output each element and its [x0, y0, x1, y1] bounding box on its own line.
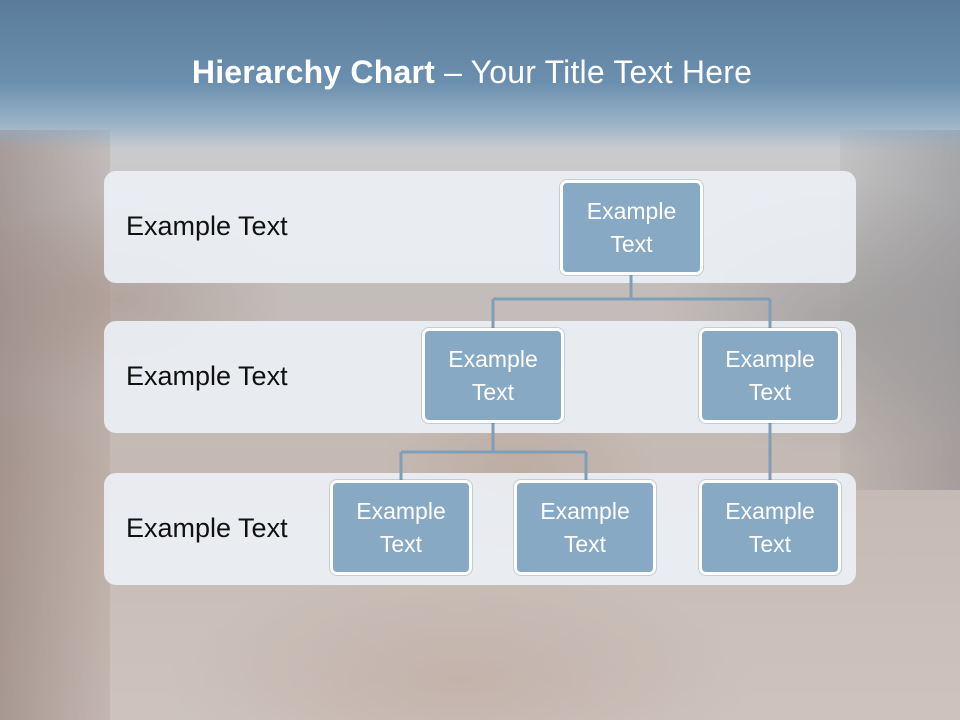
- node-mid-right[interactable]: Example Text: [699, 328, 841, 423]
- title-rest: Your Title Text Here: [470, 54, 753, 90]
- title-bar: [0, 0, 960, 150]
- node-bottom-3[interactable]: Example Text: [699, 480, 841, 575]
- slide-title: Hierarchy Chart – Your Title Text Here: [0, 54, 944, 91]
- title-bold: Hierarchy Chart: [191, 54, 435, 90]
- node-bottom-2[interactable]: Example Text: [514, 480, 656, 575]
- node-mid-left-label: Example Text: [448, 345, 538, 405]
- node-bottom-3-label: Example Text: [725, 497, 815, 557]
- node-bottom-1-label: Example Text: [356, 497, 446, 557]
- node-bottom-1[interactable]: Example Text: [330, 480, 472, 575]
- node-mid-right-label: Example Text: [725, 345, 815, 405]
- connector-midleft-to-bottom: [399, 421, 588, 481]
- node-mid-left[interactable]: Example Text: [422, 328, 564, 423]
- connector-top-to-mid: [491, 273, 772, 329]
- level-band-1: Example Text: [104, 171, 856, 283]
- level-label-1: Example Text: [126, 211, 288, 241]
- level-label-3: Example Text: [126, 513, 288, 543]
- background-building-right: [840, 130, 960, 490]
- level-label-2: Example Text: [126, 361, 288, 391]
- node-bottom-2-label: Example Text: [540, 497, 630, 557]
- node-top[interactable]: Example Text: [560, 180, 703, 275]
- background-building-left: [0, 130, 110, 720]
- title-separator: –: [435, 54, 471, 90]
- node-top-label: Example Text: [586, 197, 677, 257]
